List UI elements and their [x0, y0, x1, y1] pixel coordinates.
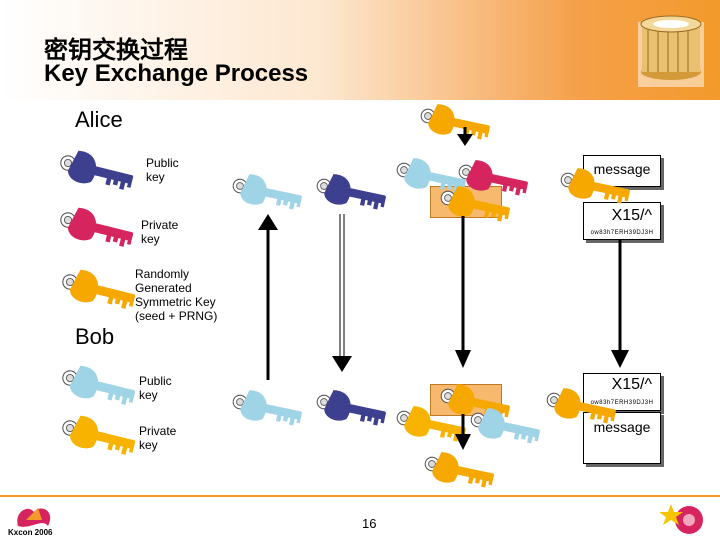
ciphertext-bottom: X15/^	[611, 376, 652, 393]
page-number: 16	[362, 516, 377, 531]
title-english: Key Exchange Process	[44, 60, 309, 87]
footer-star-logo	[659, 504, 703, 534]
message-text-top: message	[593, 161, 651, 177]
ciphertext-bottom-sub: ow83h7ERH39DJ3H	[590, 400, 654, 406]
title-chinese: 密钥交换过程	[44, 37, 188, 64]
header-band	[0, 0, 720, 100]
key-transfer-arrow-top	[457, 127, 473, 146]
bob-public-key-icon	[58, 361, 139, 411]
ciphertext-document-bottom: X15/^ ow83h7ERH39DJ3H	[583, 373, 661, 411]
header-logo	[638, 15, 704, 87]
kxcon-logo-text: Kxcon 2006	[8, 528, 53, 537]
bob-private-key-icon	[58, 411, 139, 461]
private-key-caption: Private key	[141, 218, 179, 246]
private-key-icon	[56, 203, 137, 253]
symmetric-key-icon	[58, 265, 139, 315]
symmetric-key-recovered-icon	[421, 448, 497, 493]
bob-label: Bob	[75, 324, 115, 349]
message-text-bottom: message	[593, 419, 651, 435]
exchange-arrow-up	[258, 214, 278, 380]
public-key-bottom-received-icon	[313, 386, 389, 431]
bob-private-key-caption: Private key	[139, 424, 177, 452]
public-key-icon	[56, 146, 137, 196]
ciphertext-top: X15/^	[611, 207, 652, 224]
ciphertext-document-top: X15/^ ow83h7ERH39DJ3H	[583, 202, 661, 240]
message-transfer-arrow	[611, 240, 629, 368]
bob-public-key-caption: Public key	[139, 374, 172, 402]
symmetric-key-top-icon	[417, 100, 493, 145]
key-transfer-arrow-main	[455, 216, 471, 368]
key-transfer-arrow-bottom	[455, 414, 471, 450]
symmetric-key-caption: Randomly Generated Symmetric Key (seed +…	[135, 267, 218, 323]
kxcon-logo	[17, 508, 51, 527]
public-key-bottom-icon	[229, 386, 305, 431]
message-document-top: message	[583, 155, 661, 187]
public-key-caption: Public key	[146, 156, 179, 184]
alice-label: Alice	[75, 107, 123, 132]
message-document-bottom: message	[583, 412, 661, 464]
symmetric-key-message-bottom-icon	[543, 384, 619, 429]
symmetric-key-message-icon	[557, 164, 633, 209]
exchange-arrow-down	[332, 214, 352, 372]
public-key-received-icon	[313, 170, 389, 215]
ciphertext-top-sub: ow83h7ERH39DJ3H	[590, 230, 654, 236]
public-key-sent-icon	[229, 170, 305, 215]
